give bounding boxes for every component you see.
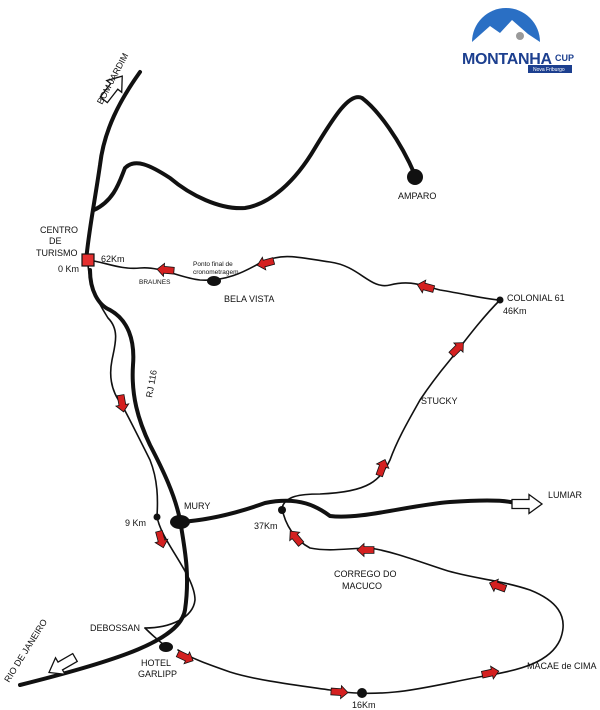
road-lumiar bbox=[178, 498, 517, 524]
hotel-marker bbox=[159, 642, 173, 652]
label-km0: 0 Km bbox=[58, 264, 79, 274]
logo-brand: MONTANHA bbox=[462, 51, 552, 68]
label-colonial: COLONIAL 61 bbox=[507, 293, 565, 303]
label-hotel-2: GARLIPP bbox=[138, 669, 177, 679]
route-arrow-icon bbox=[152, 529, 171, 550]
route-arrow-icon bbox=[284, 526, 307, 549]
label-mury: MURY bbox=[184, 501, 210, 511]
label-braunes: BRAUNES bbox=[139, 279, 171, 286]
colonial-marker bbox=[496, 296, 504, 304]
route-arrow-icon bbox=[356, 543, 375, 557]
label-centro-line3: TURISMO bbox=[36, 248, 78, 258]
label-km16: 16Km bbox=[352, 700, 376, 710]
road-corrego-loop bbox=[177, 507, 564, 695]
start-marker-icon bbox=[81, 253, 95, 267]
logo-cyclist-icon bbox=[516, 32, 524, 40]
road-rj116 bbox=[18, 268, 190, 687]
km16-marker bbox=[357, 688, 367, 698]
label-hotel-1: HOTEL bbox=[141, 658, 171, 668]
label-amparo: AMPARO bbox=[398, 191, 436, 201]
mury-marker bbox=[170, 515, 190, 529]
label-bela-vista: BELA VISTA bbox=[224, 294, 274, 304]
label-centro-line2: DE bbox=[49, 236, 62, 246]
label-corrego-1: CORREGO DO bbox=[334, 569, 397, 579]
route-arrow-icon bbox=[372, 456, 392, 479]
label-ponto-final-2: cronometragem bbox=[193, 269, 239, 276]
route-arrow-icon bbox=[155, 262, 176, 278]
amparo-marker bbox=[407, 169, 423, 185]
road-amparo bbox=[92, 95, 417, 212]
race-route-arrows bbox=[113, 254, 509, 700]
label-debossan: DEBOSSAN bbox=[90, 623, 140, 633]
route-arrow-icon bbox=[480, 664, 501, 682]
label-rj116: RJ 116 bbox=[144, 369, 159, 398]
km37-marker bbox=[278, 506, 286, 514]
label-km46: 46Km bbox=[503, 306, 527, 316]
label-km9: 9 Km bbox=[125, 518, 146, 528]
label-lumiar: LUMIAR bbox=[548, 490, 583, 500]
label-macae: MACAE de CIMA bbox=[527, 661, 597, 671]
logo-subtitle: Nova Friburgo bbox=[533, 67, 565, 73]
road-stucky bbox=[281, 299, 501, 509]
montanha-cup-logo: MONTANHA CUP Nova Friburgo bbox=[462, 8, 574, 73]
road-debossan bbox=[87, 264, 196, 629]
logo-cup: CUP bbox=[555, 53, 574, 63]
label-km62: 62Km bbox=[101, 254, 125, 264]
label-stucky: STUCKY bbox=[421, 396, 458, 406]
ponto-final-marker bbox=[207, 276, 221, 286]
label-centro-line1: CENTRO bbox=[40, 225, 78, 235]
label-rio: RIO DE JANEIRO bbox=[2, 617, 49, 684]
road-bom-jardim bbox=[84, 70, 142, 264]
logo-subtitle-band bbox=[528, 65, 572, 73]
label-km37: 37Km bbox=[254, 521, 278, 531]
label-corrego-2: MACUCO bbox=[342, 581, 382, 591]
route-arrow-icon bbox=[330, 684, 349, 700]
km9-marker bbox=[153, 513, 161, 521]
route-arrow-icon bbox=[255, 254, 276, 273]
route-arrow-icon bbox=[415, 277, 436, 296]
label-ponto-final-1: Ponto final de bbox=[193, 261, 233, 268]
lumiar-direction-icon bbox=[511, 493, 543, 515]
